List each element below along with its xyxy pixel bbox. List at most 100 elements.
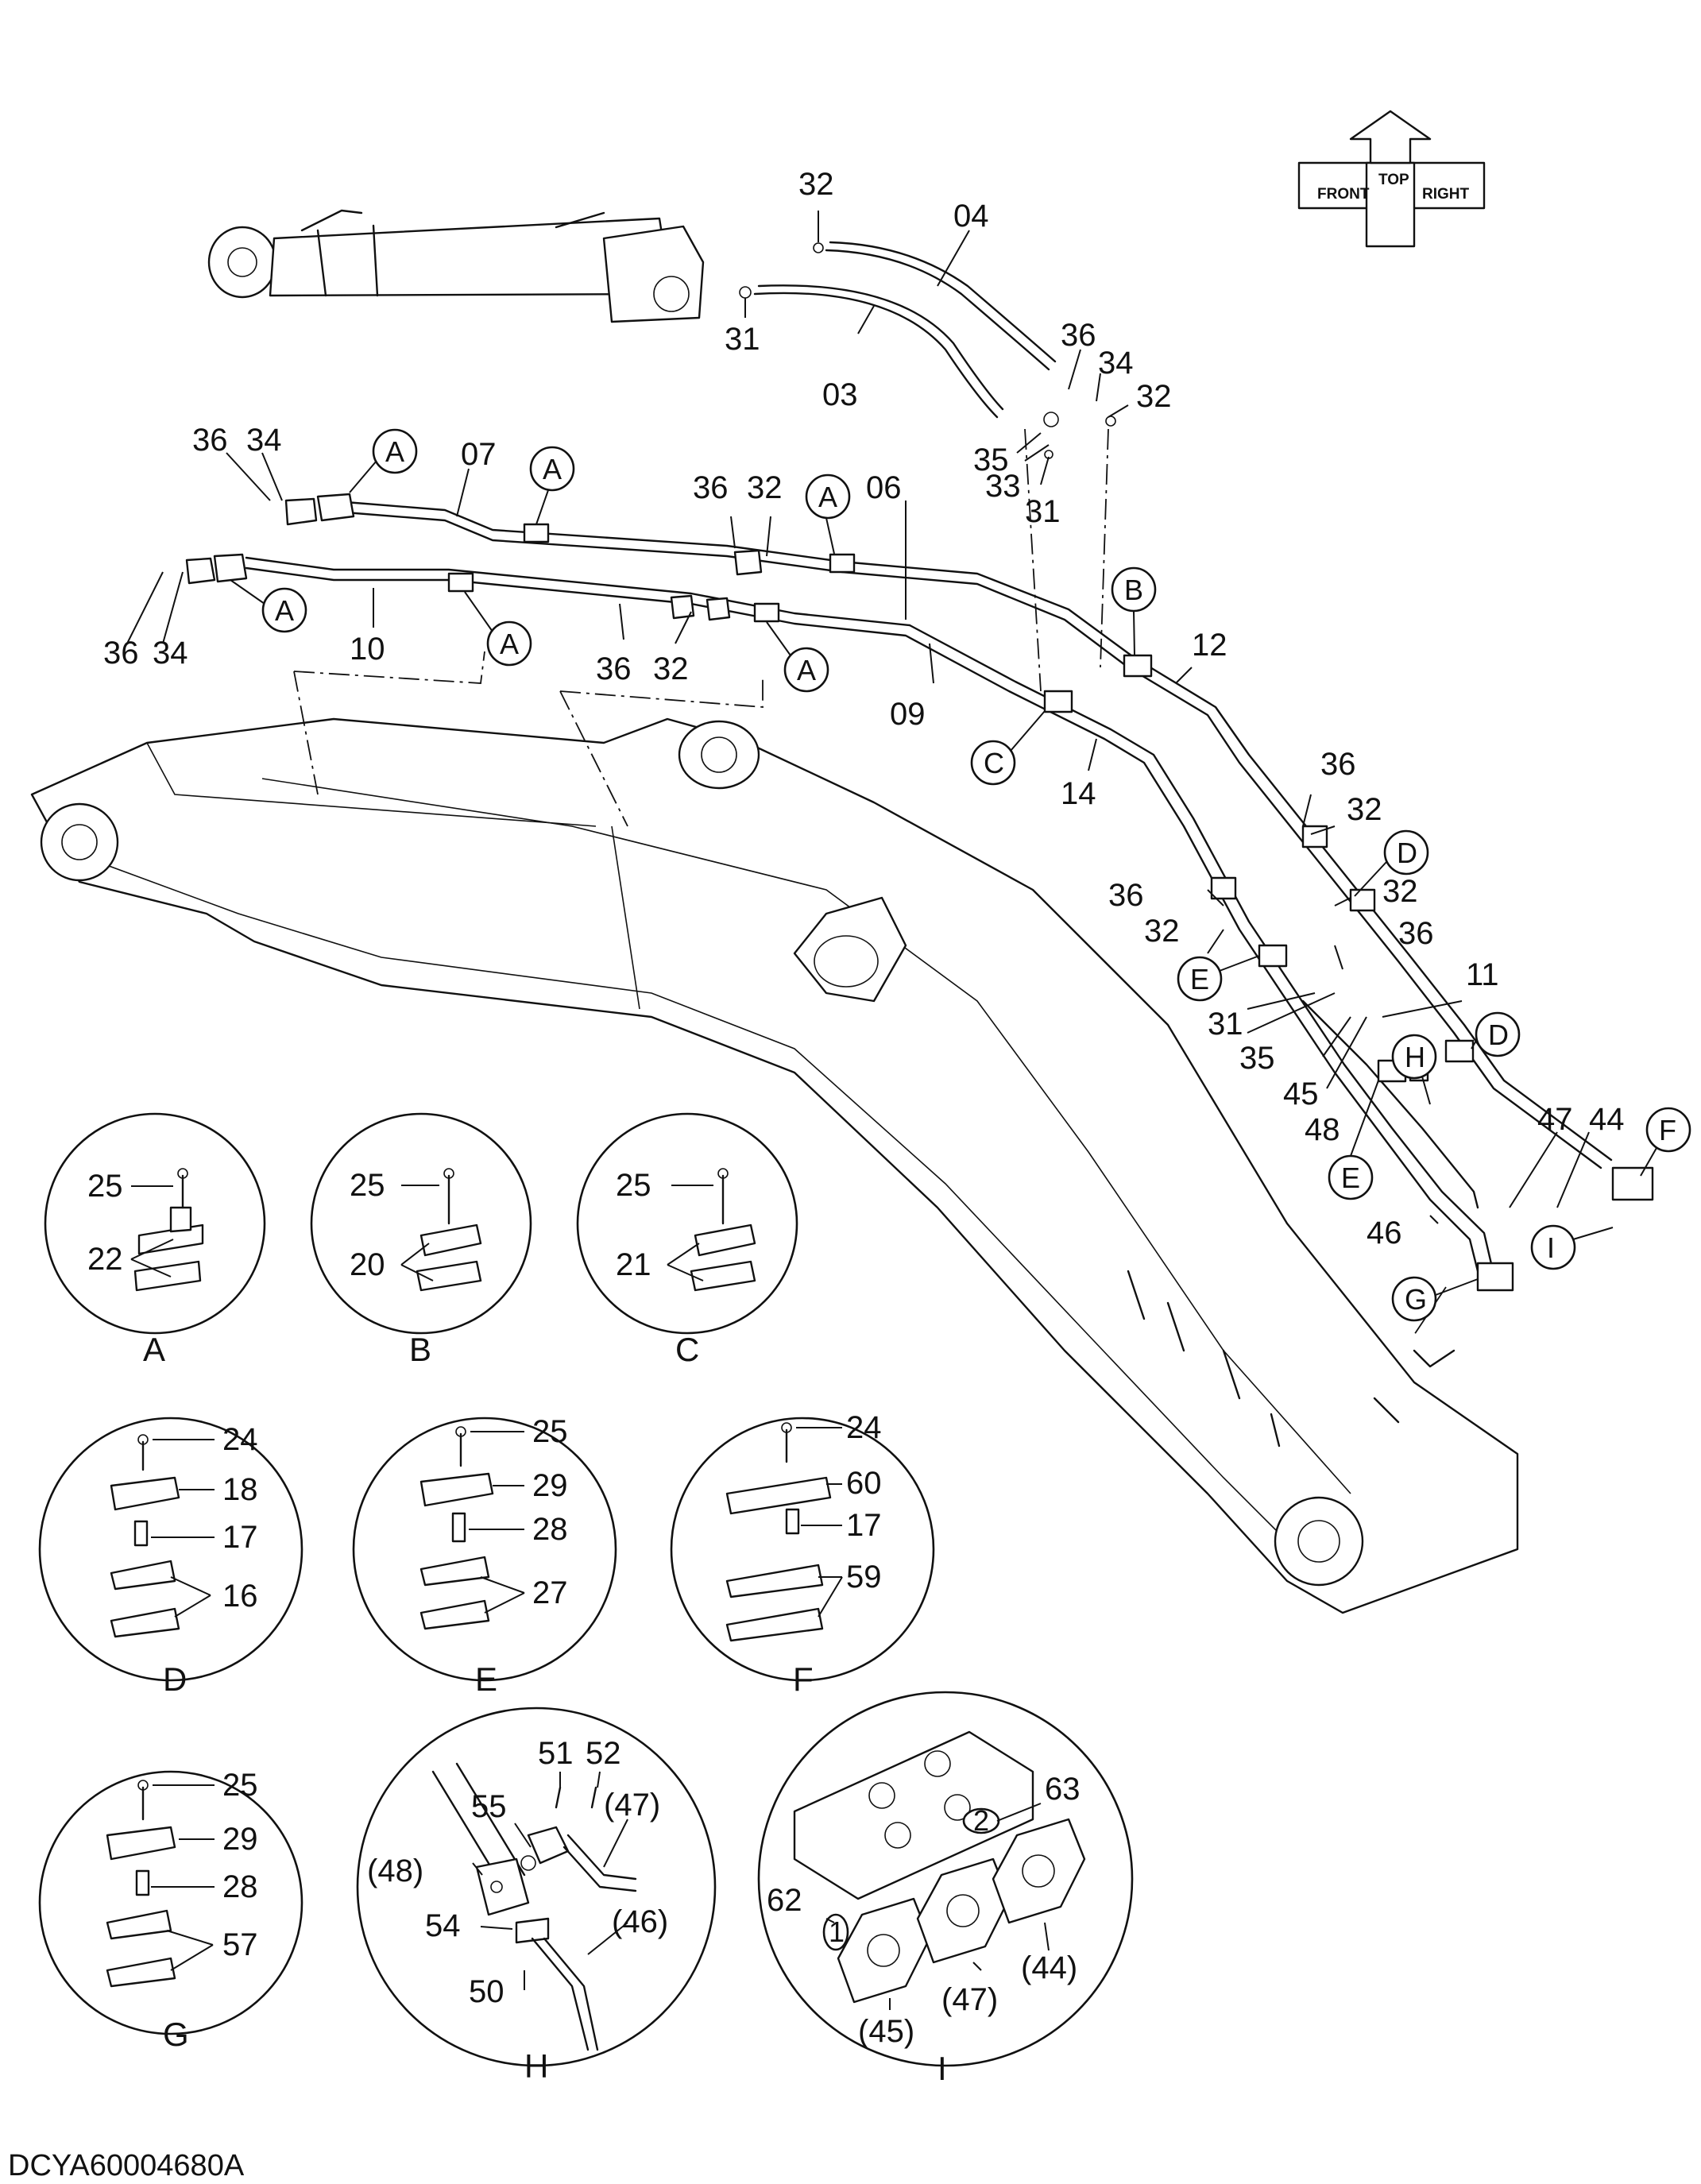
- callout-34: 34: [1098, 346, 1134, 381]
- detail-i-caption: I: [937, 2050, 947, 2087]
- callout-32: 32: [1347, 792, 1382, 827]
- boom-structure: [30, 717, 1519, 1614]
- callout-31: 31: [725, 322, 760, 357]
- svg-text:E: E: [1190, 963, 1209, 995]
- detail-h-callout-48: (48): [367, 1854, 423, 1888]
- detail-h-callout-51: 51: [538, 1736, 574, 1771]
- detail-e-callout-25: 25: [532, 1414, 568, 1449]
- detail-view-e: 25 29 28 27 E: [352, 1414, 617, 1698]
- detail-a-callout-25: 25: [87, 1169, 123, 1204]
- callout-32: 32: [1136, 379, 1172, 414]
- callout-46: 46: [1367, 1216, 1402, 1250]
- callout-09: 09: [890, 697, 926, 732]
- svg-text:E: E: [1341, 1162, 1360, 1194]
- detail-f-caption: F: [793, 1660, 814, 1698]
- pipe-end-fittings: [185, 493, 763, 621]
- detail-e-caption: E: [475, 1660, 497, 1698]
- detail-e-callout-28: 28: [532, 1512, 568, 1547]
- callout-35: 35: [973, 443, 1009, 477]
- svg-text:D: D: [1488, 1019, 1509, 1051]
- callout-32: 32: [747, 470, 783, 505]
- svg-text:A: A: [385, 435, 404, 468]
- callout-47: 47: [1537, 1102, 1573, 1137]
- svg-text:D: D: [1397, 837, 1417, 869]
- view-marker-e: E: [1328, 1080, 1379, 1200]
- main-callouts: 32 04 31 03 36 34 32 35 33 31 36 34 07 3…: [103, 167, 1625, 1250]
- svg-text:A: A: [818, 481, 837, 513]
- callout-14: 14: [1061, 776, 1096, 811]
- detail-i-callout-47: (47): [941, 1982, 998, 2017]
- svg-text:A: A: [543, 453, 562, 485]
- detail-h-callout-46: (46): [612, 1904, 668, 1939]
- orient-front-label: FRONT: [1317, 186, 1370, 203]
- orient-top-label: TOP: [1378, 172, 1409, 188]
- detail-d-callout-18: 18: [222, 1472, 258, 1507]
- detail-i-tag-1: 1: [829, 1915, 845, 1948]
- callout-45: 45: [1283, 1077, 1319, 1111]
- detail-d-caption: D: [163, 1660, 187, 1698]
- detail-view-h: 51 52 55 (47) (48) 54 (46) 50 H: [356, 1707, 717, 2085]
- callout-03: 03: [822, 377, 858, 412]
- detail-b-callout-25: 25: [350, 1168, 385, 1203]
- detail-i-callout-63: 63: [1045, 1772, 1081, 1807]
- detail-g-callout-25: 25: [222, 1768, 258, 1803]
- view-marker-d: D: [1354, 829, 1429, 897]
- svg-text:A: A: [275, 594, 294, 627]
- callout-32: 32: [1144, 914, 1180, 949]
- detail-view-f: 24 60 17 59 F: [670, 1410, 935, 1698]
- callout-07: 07: [461, 437, 497, 472]
- detail-d-callout-16: 16: [222, 1579, 258, 1614]
- detail-c-caption: C: [675, 1331, 699, 1368]
- document-code: DCYA60004680A: [8, 2149, 245, 2182]
- callout-36: 36: [192, 423, 228, 458]
- callout-33: 33: [985, 469, 1021, 504]
- detail-e-callout-29: 29: [532, 1468, 568, 1503]
- detail-d-callout-17: 17: [222, 1520, 258, 1555]
- detail-view-g: 25 29 28 57 G: [38, 1768, 303, 2053]
- callout-48: 48: [1305, 1112, 1340, 1147]
- callout-36: 36: [1320, 747, 1356, 782]
- detail-f-callout-24: 24: [846, 1410, 882, 1445]
- view-marker-d: D: [1471, 1011, 1521, 1057]
- arm-cylinder: [207, 209, 705, 323]
- detail-c-callout-25: 25: [616, 1168, 651, 1203]
- detail-d-callout-24: 24: [222, 1422, 258, 1457]
- orientation-cube-icon: FRONT RIGHT TOP: [1297, 110, 1486, 248]
- svg-text:G: G: [1405, 1283, 1427, 1316]
- view-marker-a: A: [464, 591, 532, 667]
- svg-text:H: H: [1405, 1041, 1425, 1073]
- detail-h-callout-52: 52: [586, 1736, 621, 1771]
- view-marker-a: A: [529, 446, 575, 525]
- callout-31: 31: [1208, 1007, 1243, 1042]
- detail-f-callout-17: 17: [846, 1508, 882, 1543]
- callout-04: 04: [953, 199, 989, 234]
- callout-06: 06: [866, 470, 902, 505]
- detail-a-callout-22: 22: [87, 1242, 123, 1277]
- callout-36: 36: [1061, 318, 1096, 353]
- detail-g-callout-57: 57: [222, 1927, 258, 1962]
- detail-g-caption: G: [163, 2016, 189, 2053]
- detail-g-callout-28: 28: [222, 1869, 258, 1904]
- section-lines: [293, 428, 1447, 1336]
- view-marker-a: A: [349, 428, 418, 493]
- callout-12: 12: [1192, 628, 1227, 663]
- detail-b-caption: B: [409, 1331, 431, 1368]
- view-marker-g: G: [1391, 1276, 1479, 1322]
- callout-36: 36: [1398, 916, 1434, 951]
- detail-h-callout-47: (47): [604, 1788, 660, 1823]
- detail-f-callout-59: 59: [846, 1560, 882, 1595]
- detail-i-callout-45: (45): [858, 2014, 914, 2049]
- callout-36: 36: [103, 636, 139, 671]
- view-marker-c: C: [970, 710, 1046, 786]
- callout-32: 32: [798, 167, 834, 202]
- callout-32: 32: [653, 651, 689, 686]
- detail-view-b: 25 20 B: [310, 1112, 532, 1368]
- view-marker-a: A: [766, 621, 829, 693]
- detail-c-callout-21: 21: [616, 1247, 651, 1282]
- view-marker-i: I: [1530, 1224, 1614, 1270]
- view-marker-h: H: [1391, 1034, 1437, 1105]
- detail-a-caption: A: [143, 1331, 165, 1368]
- svg-text:C: C: [984, 747, 1004, 779]
- callout-34: 34: [246, 423, 282, 458]
